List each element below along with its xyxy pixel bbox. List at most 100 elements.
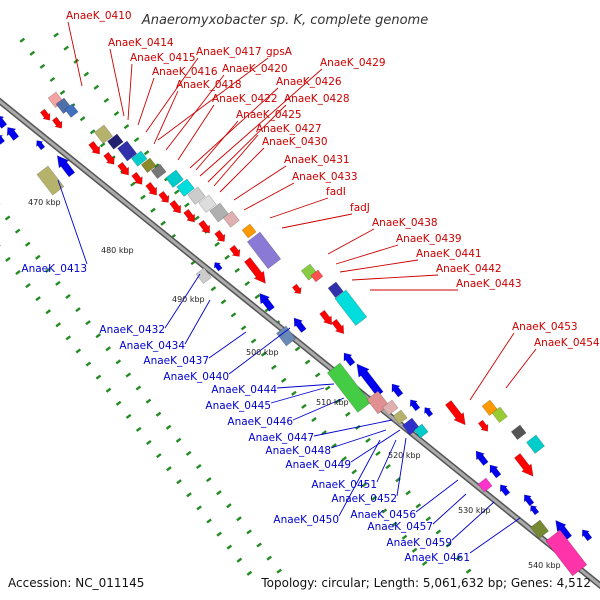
reverse-gene-label[interactable]: AnaeK_0450 [273,514,339,526]
forward-gene-arrow [183,208,196,223]
guide-dot [276,568,282,574]
guide-dot [331,443,337,449]
guide-dot [93,84,100,90]
guide-dot [260,351,267,357]
guide-dot [103,97,110,103]
reverse-gene-label[interactable]: AnaeK_0444 [211,384,277,396]
reverse-gene-label[interactable]: AnaeK_0434 [119,340,185,352]
guide-dot [49,76,56,83]
guide-dot [435,529,442,535]
forward-gene-label[interactable]: AnaeK_0442 [436,263,502,275]
gene-block [176,178,195,197]
reverse-gene-label[interactable]: AnaeK_0446 [227,416,293,428]
forward-gene-label[interactable]: AnaeK_0430 [262,136,328,148]
gene-block [392,409,408,425]
forward-gene-arrow [444,400,466,426]
reverse-gene-arrow [56,155,76,178]
reverse-gene-arrow [0,134,6,145]
guide-dot [143,150,150,156]
forward-gene-label[interactable]: AnaeK_0414 [108,37,174,49]
reverse-gene-label[interactable]: AnaeK_0432 [99,324,165,336]
guide-dot [314,372,321,378]
forward-gene-label[interactable]: AnaeK_0418 [176,79,242,91]
forward-gene-label[interactable]: gpsA [266,46,293,58]
guide-dot [304,359,311,365]
guide-dot [365,437,371,443]
guide-dot [63,45,69,51]
forward-gene-label[interactable]: AnaeK_0426 [276,76,342,88]
reverse-gene-label[interactable]: AnaeK_0452 [331,493,397,505]
forward-gene-label[interactable]: AnaeK_0427 [256,123,322,135]
gene-block [310,269,324,283]
label-leader-line [213,134,259,187]
guide-dot [135,426,142,432]
forward-gene-label[interactable]: AnaeK_0441 [416,248,482,260]
forward-gene-label[interactable]: AnaeK_0438 [372,217,438,229]
forward-gene-label[interactable]: fadJ [350,202,370,214]
forward-gene-label[interactable]: AnaeK_0425 [236,109,302,121]
label-leader-line [339,259,419,273]
guide-dot [226,503,232,509]
forward-gene-label[interactable]: AnaeK_0416 [152,66,218,78]
reverse-gene-label[interactable]: AnaeK_0440 [163,371,229,383]
reverse-gene-label[interactable]: AnaeK_0413 [21,263,87,275]
forward-gene-arrow [158,190,170,203]
guide-dot [79,116,86,122]
reverse-gene-label[interactable]: AnaeK_0437 [143,355,209,367]
gene-labels: AnaeK_0410AnaeK_0414AnaeK_0415AnaeK_0416… [21,10,600,564]
guide-dot [53,32,59,38]
forward-gene-label[interactable]: AnaeK_0422 [212,93,278,105]
guide-dot [381,508,388,514]
reverse-gene-label[interactable]: AnaeK_0457 [367,521,433,533]
guide-dot [445,542,452,548]
guide-dot [324,385,331,391]
reverse-gene-arrow [36,140,46,151]
reverse-gene-label[interactable]: AnaeK_0451 [311,479,377,491]
reverse-gene-label[interactable]: AnaeK_0448 [265,445,331,457]
guide-dot [184,202,190,208]
reverse-gene-label[interactable]: AnaeK_0456 [350,509,416,521]
scale-tick-label: 530 kbp [458,506,491,515]
forward-gene-label[interactable]: AnaeK_0415 [130,52,196,64]
reverse-gene-label[interactable]: AnaeK_0449 [285,459,351,471]
guide-dot [59,89,66,96]
reverse-gene-arrow [530,505,540,516]
gene-block [107,133,124,150]
forward-gene-label[interactable]: AnaeK_0454 [534,337,600,349]
forward-gene-label[interactable]: AnaeK_0420 [222,63,288,75]
gene-block [327,281,344,299]
guide-dot [15,269,21,276]
forward-gene-label[interactable]: AnaeK_0439 [396,233,462,245]
guide-dot [425,516,432,522]
guide-dot [89,129,96,135]
guide-dot [65,293,71,300]
reverse-gene-arrow [213,262,223,272]
forward-gene-label[interactable]: AnaeK_0453 [512,321,578,333]
gene-block [326,362,371,413]
forward-gene-label[interactable]: fadI [326,186,346,198]
forward-gene-label[interactable]: AnaeK_0443 [456,278,522,290]
guide-dot [216,531,222,537]
gene-features [0,91,593,577]
label-leader-line [327,228,375,255]
reverse-gene-arrow [6,126,20,141]
forward-gene-label[interactable]: AnaeK_0429 [320,57,386,69]
guide-dot [341,456,347,462]
forward-gene-label[interactable]: AnaeK_0417 [196,46,262,58]
reverse-gene-label[interactable]: AnaeK_0447 [248,432,314,444]
forward-gene-label[interactable]: AnaeK_0433 [292,171,358,183]
forward-gene-label[interactable]: AnaeK_0431 [284,154,350,166]
label-leader-line [469,517,521,554]
scale-tick-label: 510 kbp [316,398,349,407]
reverse-gene-label[interactable]: AnaeK_0445 [205,400,271,412]
guide-dot [271,364,277,370]
guide-dot [115,359,122,365]
gene-block [64,103,79,118]
reverse-gene-label[interactable]: AnaeK_0459 [386,537,452,549]
reverse-gene-label[interactable]: AnaeK_0461 [404,552,470,564]
reverse-gene-arrow [343,352,356,367]
gene-block [491,406,508,424]
forward-gene-label[interactable]: AnaeK_0428 [284,93,350,105]
forward-gene-label[interactable]: AnaeK_0410 [66,10,132,22]
